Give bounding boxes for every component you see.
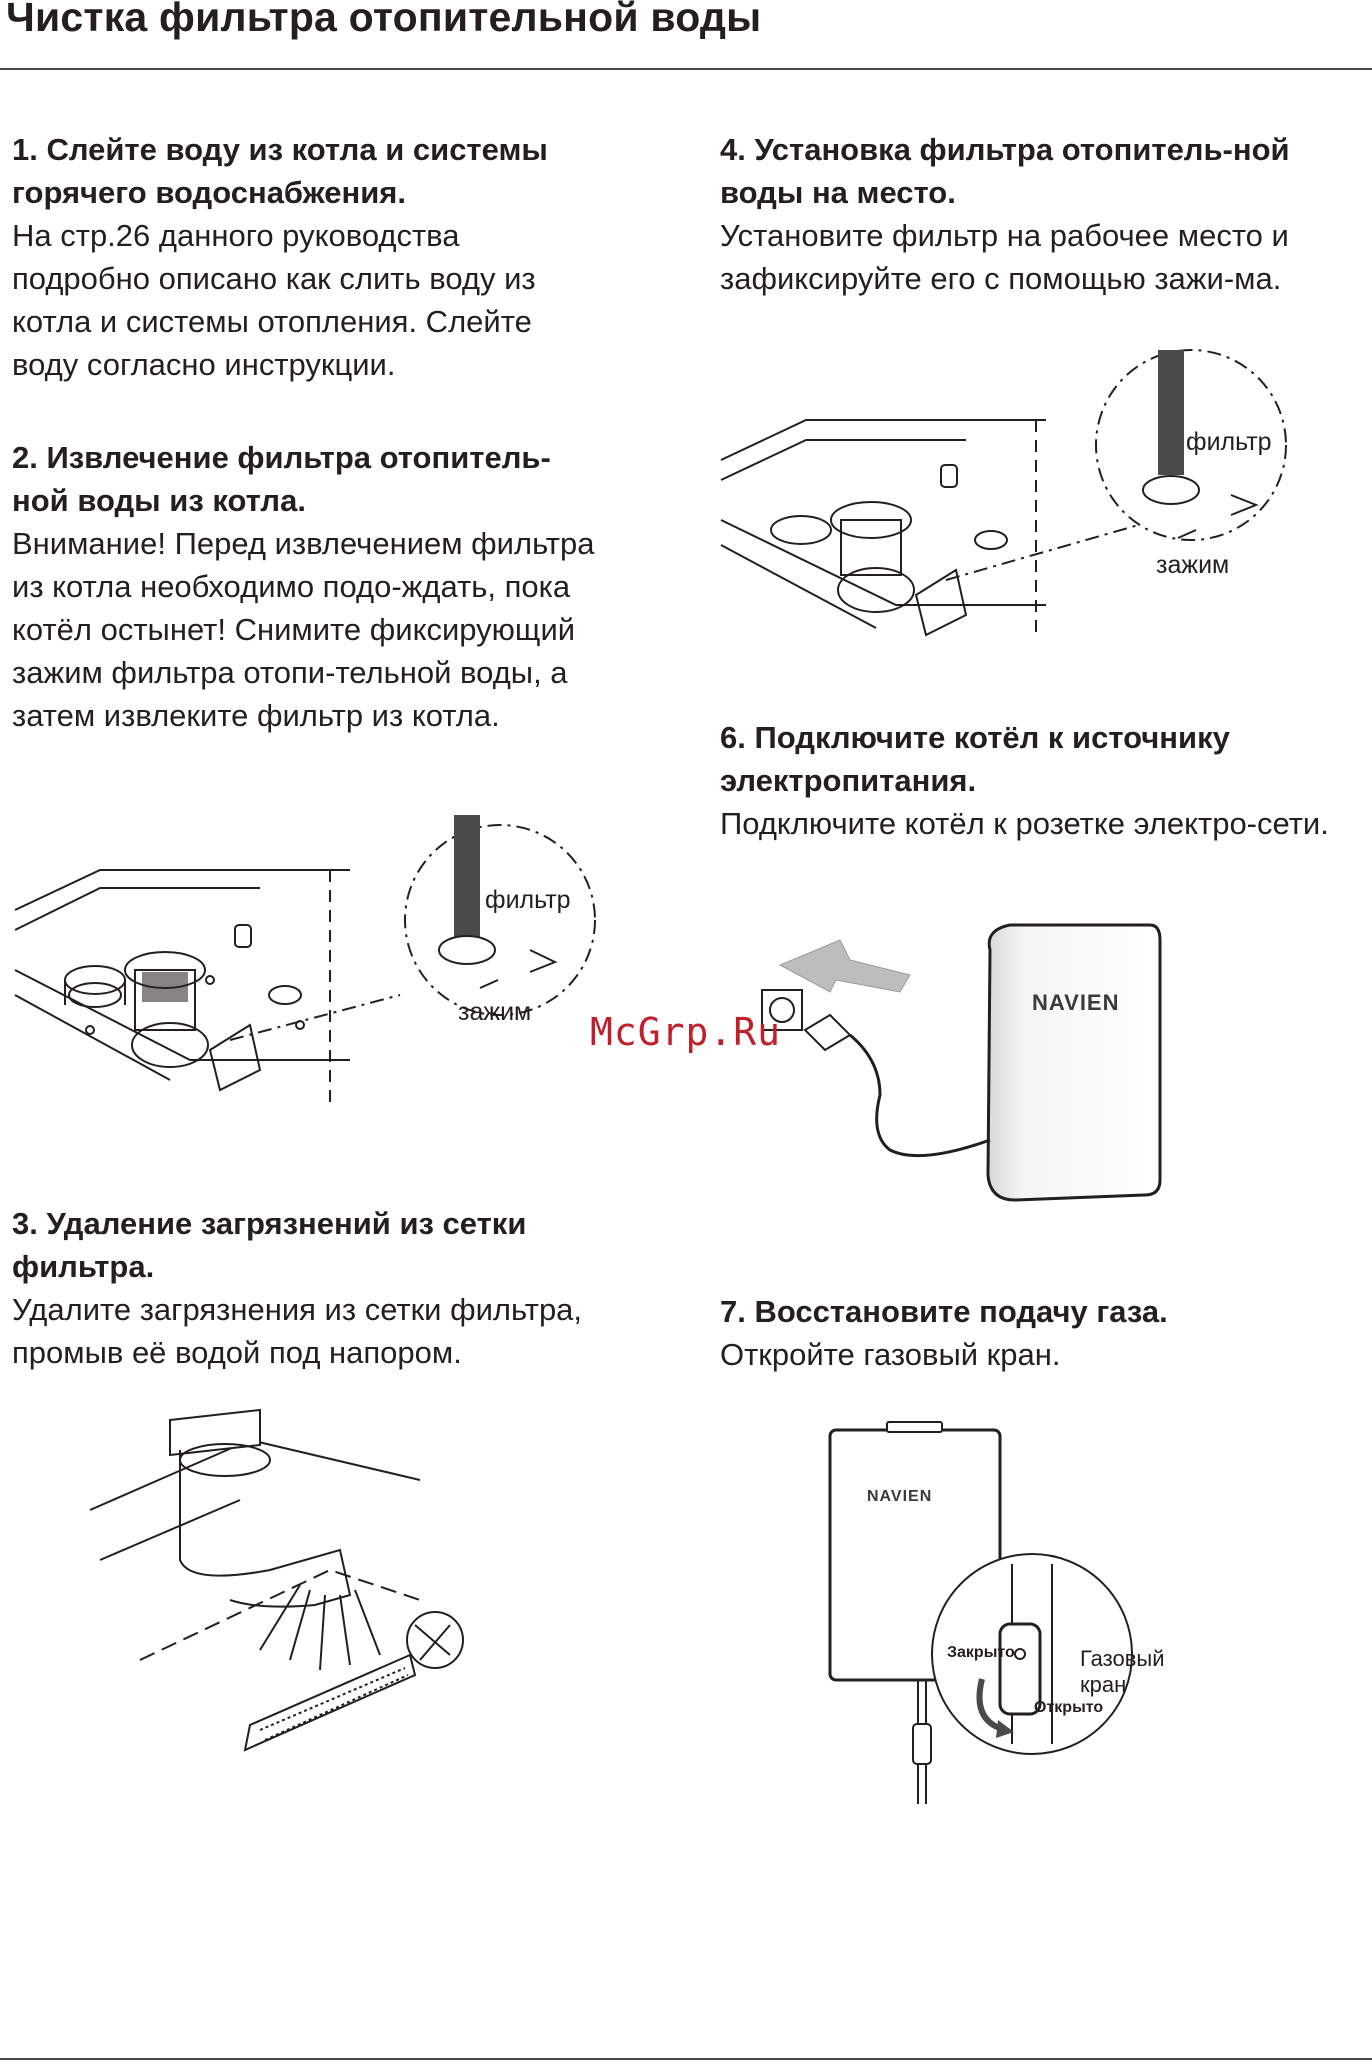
step-7: 7. Восстановите подачу газа. Откройте га… bbox=[720, 1290, 1330, 1376]
step-6: 6. Подключите котёл к источнику электроп… bbox=[720, 716, 1330, 845]
gas-valve-label-2: кран bbox=[1080, 1672, 1126, 1697]
step-6-heading: 6. Подключите котёл к источнику электроп… bbox=[720, 720, 1230, 798]
step-6-text: Подключите котёл к розетке электро-сети. bbox=[720, 806, 1329, 841]
power-connection-illustration: NAVIEN bbox=[760, 920, 1180, 1210]
filter-detail-circle: фильтр зажим bbox=[1095, 349, 1287, 579]
filter-install-illustration: фильтр зажим bbox=[716, 349, 1316, 670]
clamp-label: зажим bbox=[458, 998, 531, 1026]
watermark: McGrp.Ru bbox=[590, 1010, 782, 1054]
clamp-label: зажим bbox=[1156, 551, 1229, 579]
filter-washing-illustration bbox=[80, 1400, 500, 1760]
filter-removal-illustration: фильтр зажим bbox=[10, 815, 610, 1140]
closed-label: Закрыто bbox=[947, 1644, 1015, 1661]
power-cord bbox=[849, 1033, 991, 1158]
title-rule bbox=[0, 68, 1372, 70]
step-3-heading: 3. Удаление загрязнений из сетки фильтра… bbox=[12, 1206, 527, 1284]
step-3-text: Удалите загрязнения из сетки фильтра, пр… bbox=[12, 1292, 583, 1370]
step-3: 3. Удаление загрязнений из сетки фильтра… bbox=[12, 1202, 612, 1374]
brand-logo: NAVIEN bbox=[867, 1488, 932, 1505]
step-1: 1. Слейте воду из котла и системы горяче… bbox=[12, 128, 602, 386]
step-2-heading: 2. Извлечение фильтра отопитель-ной воды… bbox=[12, 440, 551, 518]
filter-label: фильтр bbox=[1186, 428, 1272, 456]
filter-detail-circle: фильтр зажим bbox=[404, 815, 596, 1026]
step-7-text: Откройте газовый кран. bbox=[720, 1337, 1061, 1372]
page-title: Чистка фильтра отопительной воды bbox=[6, 0, 762, 40]
valve-handle bbox=[998, 1622, 1042, 1716]
gas-valve-label-1: Газовый bbox=[1080, 1646, 1165, 1671]
step-1-heading: 1. Слейте воду из котла и системы горяче… bbox=[12, 132, 548, 210]
step-4-heading: 4. Установка фильтра отопитель-ной воды … bbox=[720, 132, 1290, 210]
step-2: 2. Извлечение фильтра отопитель-ной воды… bbox=[12, 436, 602, 737]
plug-arrow-icon bbox=[778, 939, 911, 993]
boiler-unit bbox=[986, 923, 1162, 1202]
rotate-arrow-icon bbox=[976, 1678, 1004, 1732]
step-7-heading: 7. Восстановите подачу газа. bbox=[720, 1294, 1168, 1329]
step-1-text: На стр.26 данного руководства подробно о… bbox=[12, 218, 536, 382]
step-2-text: Внимание! Перед извлечением фильтра из к… bbox=[12, 526, 595, 733]
brand-logo: NAVIEN bbox=[1032, 990, 1120, 1015]
bottom-rule bbox=[0, 2058, 1372, 2060]
open-label: Открыто bbox=[1034, 1699, 1103, 1716]
plug-icon bbox=[803, 1013, 852, 1052]
gas-valve-illustration: NAVIEN Закрыто Открыто Газовый кран bbox=[822, 1421, 1202, 1814]
step-4-text: Установите фильтр на рабочее место и заф… bbox=[720, 218, 1289, 296]
filter-label: фильтр bbox=[485, 886, 571, 914]
step-4: 4. Установка фильтра отопитель-ной воды … bbox=[720, 128, 1310, 300]
